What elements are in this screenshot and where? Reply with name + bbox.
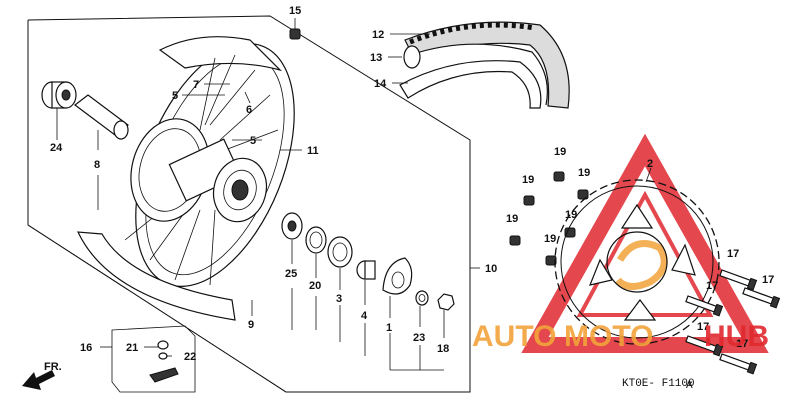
callout-7: 7 xyxy=(193,79,199,91)
sprocket-2 xyxy=(554,179,720,345)
assembly-frame xyxy=(27,15,471,393)
callout-17c: 17 xyxy=(706,280,718,292)
callout-9: 9 xyxy=(248,319,254,331)
front-label: FR. xyxy=(44,361,62,373)
diagram-code: KT0E- F1100 A xyxy=(622,378,695,392)
callout-17a: 17 xyxy=(727,248,739,260)
bearing-25 xyxy=(281,212,303,240)
callout-19b: 19 xyxy=(522,174,534,186)
callout-21: 21 xyxy=(126,342,138,354)
diagram-code-main: KT0E- F1100 xyxy=(622,378,695,390)
callout-4: 4 xyxy=(361,310,368,322)
collar-8 xyxy=(74,94,129,140)
hub xyxy=(130,118,268,223)
watermark-wordmark: AUTO MOTO HUB xyxy=(472,320,769,353)
callout-19a: 19 xyxy=(554,146,566,158)
callout-10: 10 xyxy=(485,263,497,275)
valve-parts-box xyxy=(111,325,196,393)
rim-band-14 xyxy=(399,60,542,109)
callout-15: 15 xyxy=(289,5,301,17)
callout-25: 25 xyxy=(285,268,297,280)
bearing-24 xyxy=(41,81,77,109)
callout-19f: 19 xyxy=(544,233,556,245)
callout-14: 14 xyxy=(374,78,387,90)
callout-18: 18 xyxy=(437,343,449,355)
callout-17e: 17 xyxy=(736,338,748,350)
callout-5a: 5 xyxy=(172,90,178,102)
callout-3: 3 xyxy=(336,293,342,305)
spokes xyxy=(124,54,279,286)
watermark-hub: HUB xyxy=(704,320,769,353)
callout-23: 23 xyxy=(413,332,425,344)
seal-20 xyxy=(305,226,327,254)
callout-17d: 17 xyxy=(697,321,709,333)
callout-24: 24 xyxy=(50,142,63,154)
watermark-auto: AUTO xyxy=(472,320,556,353)
callout-1: 1 xyxy=(386,322,392,334)
callout-2: 2 xyxy=(647,158,653,170)
callout-12: 12 xyxy=(372,29,384,41)
collar-4 xyxy=(356,260,376,280)
valve-cap-15 xyxy=(289,28,301,40)
callout-19e: 19 xyxy=(506,213,518,225)
callout-11: 11 xyxy=(307,145,319,157)
callout-20: 20 xyxy=(309,280,321,292)
tube-13 xyxy=(403,43,548,106)
washer-23 xyxy=(415,290,429,306)
callout-19d: 19 xyxy=(565,209,577,221)
callout-13: 13 xyxy=(370,52,382,64)
diagram-code-suffix: A xyxy=(686,380,693,392)
callout-5b: 5 xyxy=(250,135,256,147)
callout-16: 16 xyxy=(80,342,92,354)
callout-6: 6 xyxy=(246,104,252,116)
leader-lines xyxy=(56,18,652,371)
callout-17b: 17 xyxy=(762,274,774,286)
callout-8: 8 xyxy=(94,159,100,171)
bearing-3 xyxy=(327,236,353,268)
watermark-moto: MOTO xyxy=(564,320,653,353)
callouts: 15 12 13 14 7 5 6 5 11 24 8 2 19 19 19 1… xyxy=(50,5,774,363)
nut-18 xyxy=(437,293,455,311)
callout-22: 22 xyxy=(184,351,196,363)
callout-19c: 19 xyxy=(578,167,590,179)
bolts-17 xyxy=(685,269,781,375)
sprocket-flange-1 xyxy=(382,257,413,295)
front-arrow: FR. xyxy=(22,361,62,390)
